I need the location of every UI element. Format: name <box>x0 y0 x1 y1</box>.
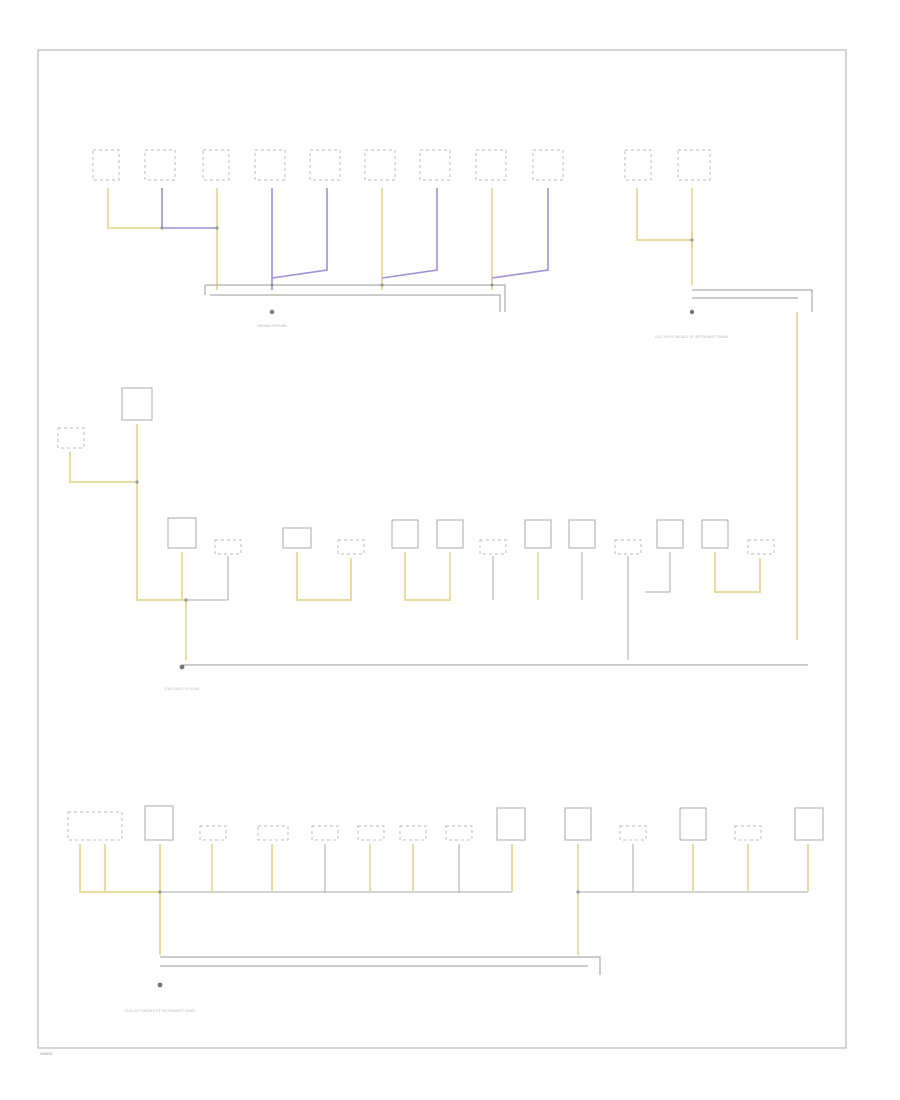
splice <box>380 283 384 287</box>
component-box <box>144 149 176 181</box>
component-box <box>475 149 507 181</box>
component-box <box>144 805 174 841</box>
wire <box>404 552 451 601</box>
component-box <box>357 825 385 841</box>
component-box <box>679 807 707 841</box>
splice <box>690 238 694 242</box>
top-components <box>92 149 564 181</box>
component-box <box>364 149 396 181</box>
ground-point <box>269 309 275 315</box>
wire <box>296 552 352 601</box>
group-top-left: ENGINE GROUND <box>92 149 564 328</box>
splice <box>135 480 139 484</box>
component-box <box>496 807 526 841</box>
wire <box>107 188 162 229</box>
ground-label: G111 RIGHT A PILLAR <box>165 687 200 691</box>
component-box <box>677 149 711 181</box>
component-box <box>92 149 120 181</box>
component-box <box>257 825 289 841</box>
wire <box>69 452 137 483</box>
component-box <box>624 149 652 181</box>
wire <box>161 188 217 229</box>
ground-label: G113 LEFT MIDDLE OF INSTRUMENT PANEL <box>124 1009 196 1013</box>
wire <box>636 188 692 241</box>
component-box <box>399 825 427 841</box>
component-box <box>337 539 365 555</box>
splice <box>576 890 580 894</box>
component-box <box>199 825 227 841</box>
wire <box>136 424 186 601</box>
component-box <box>524 519 552 549</box>
ground-point <box>179 664 185 670</box>
component-box <box>67 811 123 841</box>
component-box <box>614 539 642 555</box>
splice <box>270 283 274 287</box>
component-box <box>656 519 684 549</box>
group-bottom: G113 LEFT MIDDLE OF INSTRUMENT PANEL <box>67 805 824 1013</box>
group-top-right: G112 RIGHT MIDDLE OF INSTRUMENT PANEL <box>624 149 813 640</box>
splice <box>184 598 188 602</box>
ground-label: G112 RIGHT MIDDLE OF INSTRUMENT PANEL <box>655 335 729 339</box>
wire <box>714 552 761 593</box>
component-box <box>311 825 339 841</box>
component-box <box>734 825 762 841</box>
component-box <box>747 539 775 555</box>
component-box <box>564 807 592 841</box>
splice <box>158 890 162 894</box>
component-box <box>445 825 473 841</box>
component-box <box>436 519 464 549</box>
splice <box>160 226 164 230</box>
component-box <box>309 149 341 181</box>
component-box <box>57 427 85 449</box>
ground-bus <box>692 289 813 312</box>
group-middle: G111 RIGHT A PILLAR <box>57 387 808 691</box>
component-box <box>391 519 419 549</box>
wire <box>79 844 160 893</box>
component-box <box>479 539 507 555</box>
component-box <box>419 149 451 181</box>
component-box <box>619 825 647 841</box>
component-box <box>202 149 230 181</box>
diagram-frame <box>37 49 847 1049</box>
wire <box>645 552 671 593</box>
component-box <box>214 539 242 555</box>
ground-label: ENGINE GROUND <box>257 324 287 328</box>
splice <box>490 283 494 287</box>
component-box <box>701 519 729 549</box>
component-box <box>532 149 564 181</box>
ground-bus <box>160 956 601 975</box>
wire <box>381 188 438 279</box>
wire <box>491 188 549 279</box>
wire <box>186 556 229 601</box>
component-box <box>167 517 197 549</box>
ground-bus <box>204 284 506 312</box>
component-box <box>794 807 824 841</box>
footer-code: W6551 <box>40 1051 53 1056</box>
component-box <box>121 387 153 421</box>
component-box <box>254 149 286 181</box>
ground-point <box>157 982 163 988</box>
splice <box>215 226 219 230</box>
component-box <box>282 527 312 549</box>
component-box <box>568 519 596 549</box>
ground-point <box>689 309 695 315</box>
wire <box>271 188 328 279</box>
